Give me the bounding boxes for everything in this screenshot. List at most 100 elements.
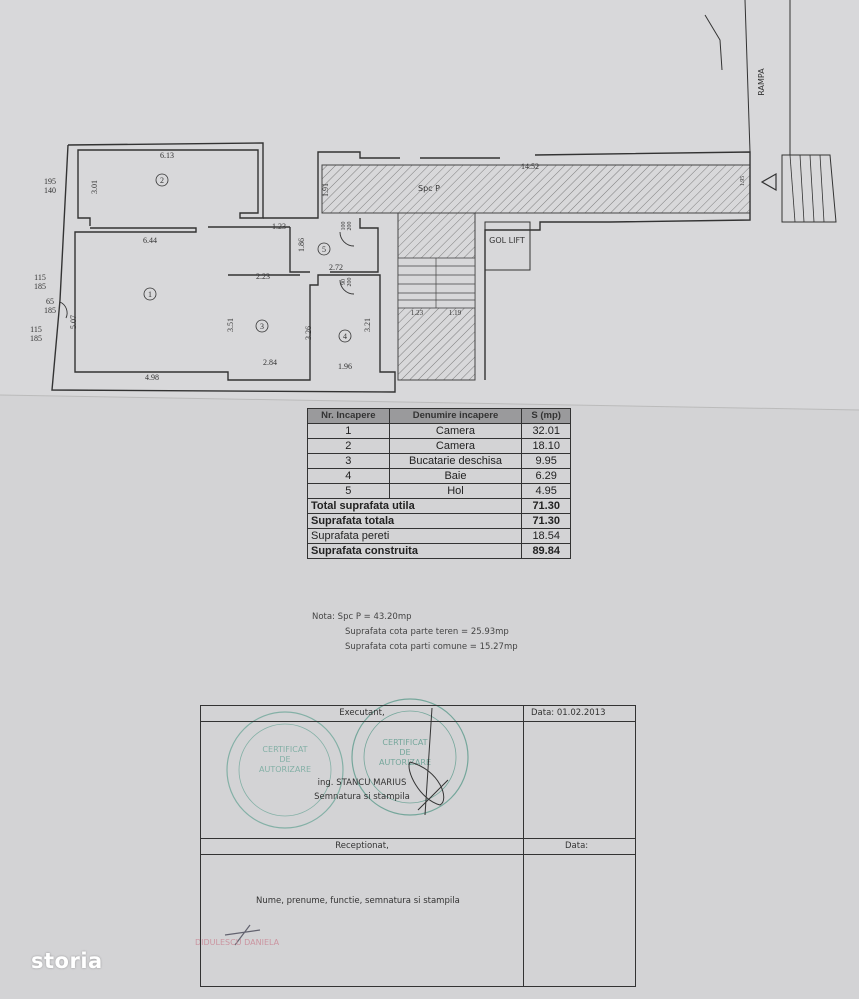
total-value: 71.30 xyxy=(521,513,571,529)
note: Nota: Spc P = 43.20mp Suprafata cota par… xyxy=(312,610,518,655)
note-line: Suprafata cota parti comune = 15.27mp xyxy=(345,642,518,652)
stamp-text: AUTORIZARE xyxy=(259,765,311,774)
window-label: 185 xyxy=(44,306,56,315)
floor-plan xyxy=(51,0,837,393)
dimension: 2.23 xyxy=(256,272,270,281)
cell-area: 18.10 xyxy=(521,438,571,454)
lift-label: GOL LIFT xyxy=(489,236,525,245)
window-label: 115 xyxy=(30,325,42,334)
executant-header-row: Executant, Data: 01.02.2013 xyxy=(201,706,635,722)
cell-name: Camera xyxy=(388,423,523,439)
cell-area: 4.95 xyxy=(521,483,571,499)
entrance-arrow-icon xyxy=(760,172,777,192)
door-label: 90 xyxy=(341,279,347,285)
stamp-company: CERTIFICAT DE AUTORIZARE xyxy=(351,698,469,816)
cell-name: Bucatarie deschisa xyxy=(388,453,523,469)
dimension: 3.01 xyxy=(90,180,99,194)
cell-name: Camera xyxy=(388,438,523,454)
total-value: 89.84 xyxy=(521,543,571,559)
signature-caption: Semnatura si stampila xyxy=(314,792,410,802)
dimension: 1.96 xyxy=(338,362,352,371)
stamp-text: CERTIFICAT xyxy=(382,738,427,747)
stamp-engineer: CERTIFICAT DE AUTORIZARE xyxy=(226,711,344,829)
room-number-2: 2 xyxy=(160,176,164,185)
note-line: Spc P = 43.20mp xyxy=(337,612,412,622)
table-header: Nr. Incapere Denumire incapere S (mp) xyxy=(307,408,571,424)
stamp-text: DE xyxy=(279,755,290,764)
cell-nr: 4 xyxy=(307,468,390,484)
dimension: 3.26 xyxy=(304,326,313,340)
cell-nr: 1 xyxy=(307,423,390,439)
dimension: 1.23 xyxy=(411,309,424,317)
receptionat-header-row: Receptionat, Data: xyxy=(201,838,635,855)
note-line: Suprafata cota parte teren = 25.93mp xyxy=(345,627,509,637)
cell-name: Hol xyxy=(388,483,523,499)
window-label: 195 xyxy=(44,177,56,186)
executant-label: Executant, xyxy=(339,708,385,718)
total-label: Suprafata construita xyxy=(306,543,523,559)
stamp-text: DIDULESCU DANIELA xyxy=(195,938,280,947)
receptionat-label: Receptionat, xyxy=(335,841,389,851)
dimension: 1.95 xyxy=(740,176,746,187)
dimension: 1.23 xyxy=(272,222,286,231)
dimension: 6.44 xyxy=(143,236,157,245)
signature xyxy=(408,707,449,816)
door-label: 100 xyxy=(341,222,347,231)
cell-nr: 3 xyxy=(307,453,390,469)
dimension: 4.98 xyxy=(145,373,159,382)
dimension: 1.19 xyxy=(449,309,462,317)
date-label: Data: xyxy=(565,841,589,851)
room-number-3: 3 xyxy=(260,322,264,331)
window-label: 185 xyxy=(30,334,42,343)
window-label: 185 xyxy=(34,282,46,291)
window-label: 65 xyxy=(46,297,54,306)
cell-area: 32.01 xyxy=(521,423,571,439)
stamp-text: AUTORIZARE xyxy=(379,758,431,767)
dimension: 2.72 xyxy=(329,263,343,272)
window-label: 140 xyxy=(44,186,56,195)
ramp-label: RAMPA xyxy=(757,68,766,96)
room-number-1: 1 xyxy=(148,290,152,299)
cell-nr: 5 xyxy=(307,483,390,499)
door-label: 200 xyxy=(347,222,353,231)
room-number-5: 5 xyxy=(322,245,326,254)
storia-logo: storia xyxy=(31,949,103,973)
dimension: 3.51 xyxy=(226,318,235,332)
receiver-caption: Nume, prenume, functie, semnatura si sta… xyxy=(256,896,460,906)
total-value: 18.54 xyxy=(521,528,571,544)
dimension: 1.91 xyxy=(321,183,330,197)
cell-area: 6.29 xyxy=(521,468,571,484)
signature-block: Executant, Data: 01.02.2013 ing. STANCU … xyxy=(200,705,636,987)
total-label: Suprafata totala xyxy=(306,513,523,529)
dimension: 3.21 xyxy=(363,318,372,332)
window-labels: 195 140 115 185 65 185 115 185 xyxy=(30,177,56,343)
cell-name: Baie xyxy=(388,468,523,484)
total-value: 71.30 xyxy=(521,498,571,514)
note-label: Nota: xyxy=(312,612,335,622)
dimension: 2.84 xyxy=(263,358,277,367)
cell-area: 9.95 xyxy=(521,453,571,469)
dimension: 5.07 xyxy=(69,315,78,329)
column-header: Denumire incapere xyxy=(388,408,523,424)
cell-nr: 2 xyxy=(307,438,390,454)
engineer-name: ing. STANCU MARIUS xyxy=(317,778,407,788)
total-label: Suprafata pereti xyxy=(306,528,523,544)
column-header: S (mp) xyxy=(521,408,571,424)
stamp-text: DE xyxy=(399,748,410,757)
paper-fold xyxy=(0,394,859,411)
door-label: 200 xyxy=(347,278,353,287)
column-header: Nr. Incapere xyxy=(307,408,390,424)
dimension: 14.52 xyxy=(521,162,539,171)
room-number-4: 4 xyxy=(343,332,347,341)
stamp-red: DIDULESCU DANIELA xyxy=(195,924,280,947)
stamp-text: CERTIFICAT xyxy=(262,745,307,754)
